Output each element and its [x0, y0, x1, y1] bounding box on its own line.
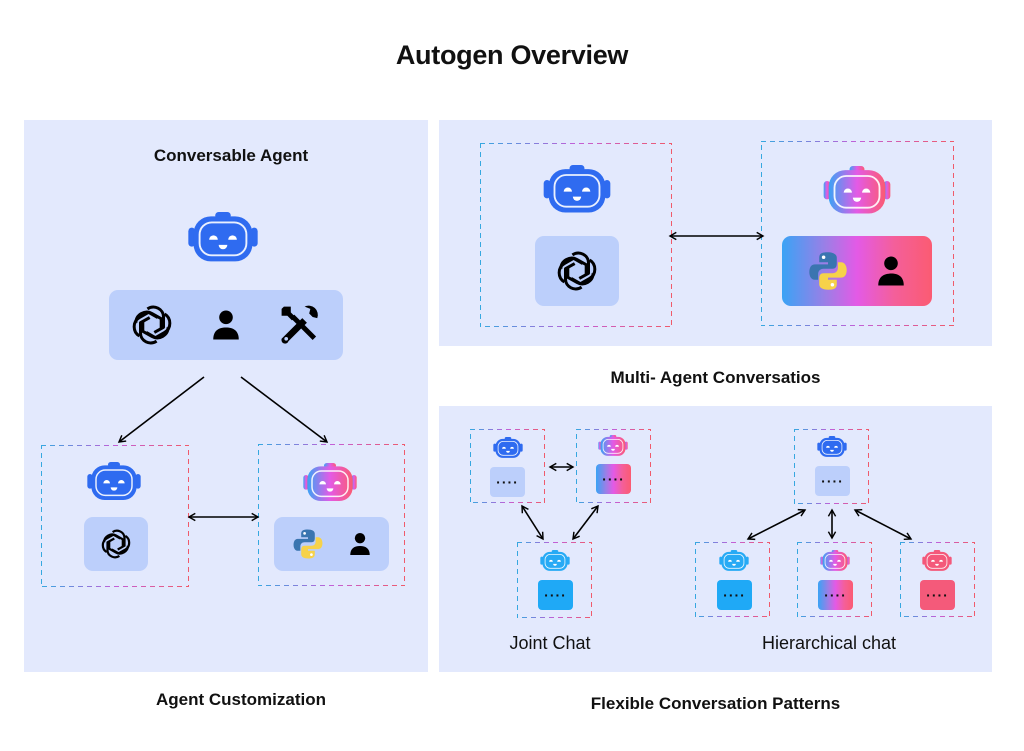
- message-dots: ····: [544, 587, 567, 603]
- message-tile: ····: [920, 580, 955, 610]
- robot-pink-icon: [921, 550, 953, 572]
- conversation-patterns-caption: Flexible Conversation Patterns: [590, 694, 841, 713]
- message-dots: ····: [496, 474, 519, 490]
- robot-blue-icon: [538, 165, 616, 215]
- python-icon: [806, 249, 850, 293]
- robot-gradient-icon: [819, 550, 851, 572]
- robot-blue-icon: [816, 436, 848, 458]
- openai-icon: [129, 302, 175, 348]
- openai-icon: [554, 248, 600, 294]
- python-user-tile: [782, 236, 932, 306]
- user-icon: [874, 254, 908, 288]
- robot-gradient-icon: [300, 463, 360, 503]
- message-tile: ····: [717, 580, 752, 610]
- user-icon: [347, 531, 373, 557]
- agent-customization-panel: [24, 120, 428, 672]
- robot-sky-icon: [718, 550, 750, 572]
- message-tile: ····: [490, 467, 525, 497]
- message-tile: ····: [596, 464, 631, 494]
- conversable-agent-heading: Conversable Agent: [153, 146, 309, 165]
- capabilities-tile: [109, 290, 343, 360]
- robot-gradient-icon: [597, 435, 629, 457]
- hierarchical-chat-label: Hierarchical chat: [761, 633, 897, 653]
- robot-gradient-icon: [818, 166, 896, 216]
- tools-icon: [277, 302, 323, 348]
- openai-tile: [535, 236, 619, 306]
- message-tile: ····: [815, 466, 850, 496]
- message-dots: ····: [824, 587, 847, 603]
- message-dots: ····: [926, 587, 949, 603]
- python-icon: [291, 527, 325, 561]
- user-icon: [209, 308, 243, 342]
- message-dots: ····: [602, 471, 625, 487]
- joint-chat-label: Joint Chat: [509, 633, 591, 653]
- page-title: Autogen Overview: [395, 40, 629, 70]
- message-tile: ····: [818, 580, 853, 610]
- python-user-tile: [274, 517, 389, 571]
- agent-customization-caption: Agent Customization: [156, 690, 326, 709]
- robot-blue-icon: [184, 212, 262, 264]
- message-dots: ····: [821, 473, 844, 489]
- robot-blue-icon: [84, 462, 144, 502]
- message-tile: ····: [538, 580, 573, 610]
- openai-icon: [99, 527, 133, 561]
- message-dots: ····: [723, 587, 746, 603]
- multi-agent-caption: Multi- Agent Conversatios: [610, 368, 821, 387]
- robot-blue-icon: [492, 437, 524, 459]
- robot-sky-icon: [539, 550, 571, 572]
- openai-tile: [84, 517, 148, 571]
